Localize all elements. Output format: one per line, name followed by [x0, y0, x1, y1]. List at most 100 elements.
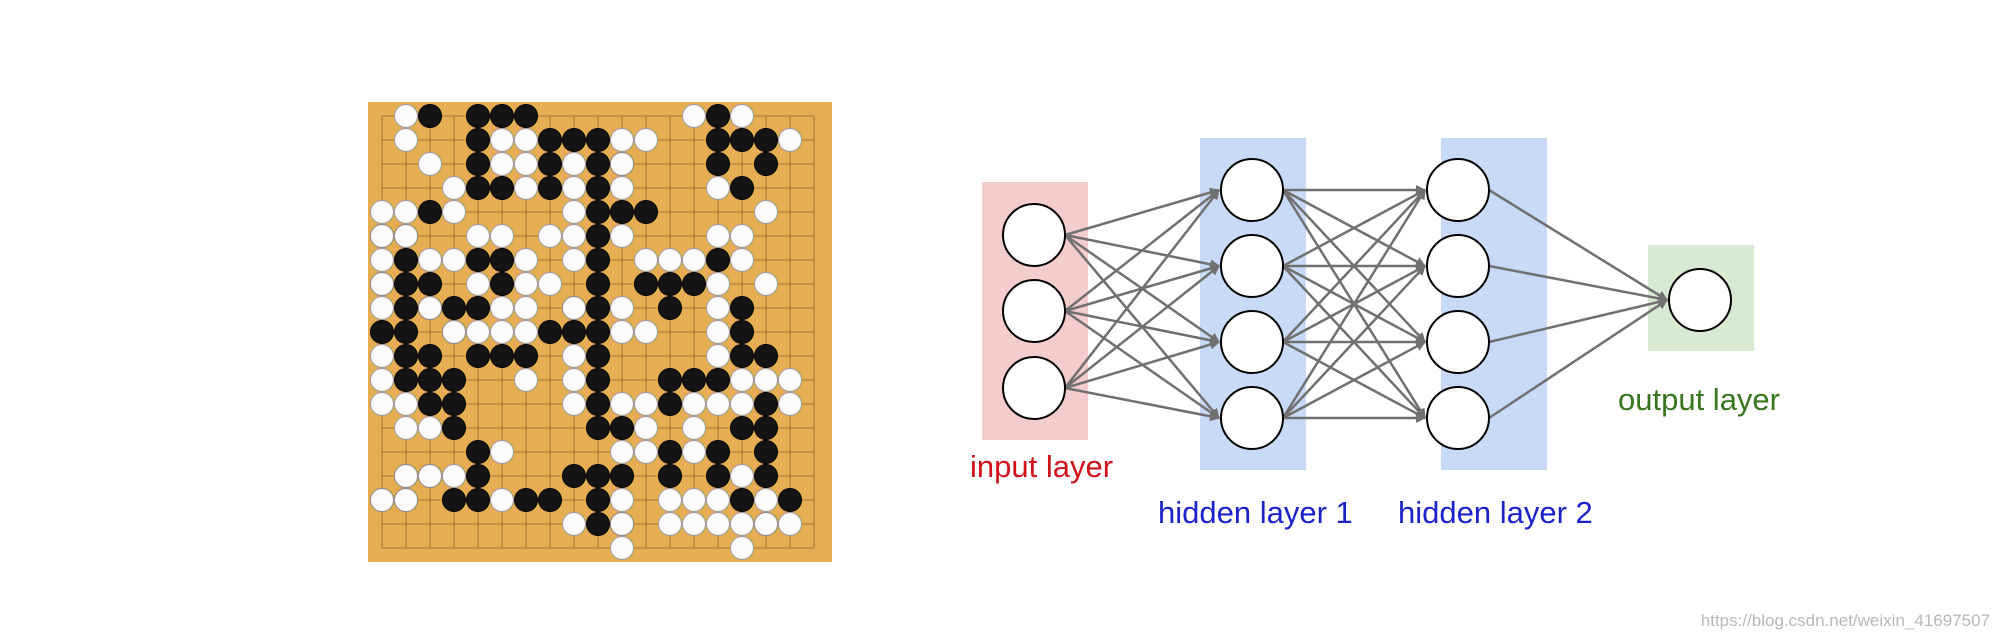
black-stone: [538, 320, 562, 344]
black-stone: [418, 392, 442, 416]
black-stone: [418, 368, 442, 392]
white-stone: [370, 272, 394, 296]
black-stone: [706, 152, 730, 176]
white-stone: [562, 200, 586, 224]
input-layer-node: [1002, 203, 1066, 267]
black-stone: [730, 416, 754, 440]
black-stone: [490, 272, 514, 296]
black-stone: [466, 488, 490, 512]
connection-edge: [1488, 188, 1668, 302]
black-stone: [634, 272, 658, 296]
black-stone: [514, 488, 538, 512]
white-stone: [658, 488, 682, 512]
black-stone: [538, 128, 562, 152]
white-stone: [538, 224, 562, 248]
black-stone: [706, 440, 730, 464]
connection-edge: [1064, 189, 1220, 312]
black-stone: [658, 368, 682, 392]
white-stone: [466, 320, 490, 344]
white-stone: [754, 272, 778, 296]
white-stone: [610, 488, 634, 512]
hidden-layer-1-node: [1220, 234, 1284, 298]
white-stone: [490, 488, 514, 512]
white-stone: [442, 176, 466, 200]
black-stone: [466, 152, 490, 176]
black-stone: [730, 176, 754, 200]
input-layer-node: [1002, 279, 1066, 343]
white-stone: [370, 248, 394, 272]
black-stone: [586, 152, 610, 176]
white-stone: [730, 368, 754, 392]
white-stone: [610, 536, 634, 560]
black-stone: [658, 272, 682, 296]
white-stone: [682, 248, 706, 272]
connection-edge: [1064, 339, 1220, 390]
white-stone: [658, 512, 682, 536]
white-stone: [730, 536, 754, 560]
white-stone: [706, 392, 730, 416]
output-layer-label: output layer: [1618, 382, 1780, 417]
black-stone: [466, 248, 490, 272]
white-stone: [514, 152, 538, 176]
black-stone: [538, 176, 562, 200]
white-stone: [562, 368, 586, 392]
white-stone: [634, 416, 658, 440]
connection-edge: [1282, 340, 1426, 420]
black-stone: [418, 200, 442, 224]
black-stone: [586, 296, 610, 320]
white-stone: [610, 224, 634, 248]
white-stone: [418, 464, 442, 488]
white-stone: [394, 104, 418, 128]
hidden-layer-1-node: [1220, 310, 1284, 374]
white-stone: [418, 248, 442, 272]
black-stone: [658, 440, 682, 464]
black-stone: [394, 296, 418, 320]
white-stone: [490, 320, 514, 344]
white-stone: [610, 128, 634, 152]
hidden-layer-2-node: [1426, 158, 1490, 222]
white-stone: [610, 152, 634, 176]
black-stone: [490, 104, 514, 128]
white-stone: [610, 392, 634, 416]
white-stone: [466, 224, 490, 248]
white-stone: [514, 272, 538, 296]
white-stone: [706, 320, 730, 344]
white-stone: [370, 368, 394, 392]
black-stone: [466, 440, 490, 464]
black-stone: [418, 272, 442, 296]
white-stone: [418, 296, 442, 320]
black-stone: [706, 104, 730, 128]
black-stone: [778, 488, 802, 512]
white-stone: [754, 488, 778, 512]
white-stone: [562, 224, 586, 248]
connections: [1064, 185, 1668, 423]
white-stone: [682, 392, 706, 416]
white-stone: [682, 488, 706, 512]
black-stone: [586, 416, 610, 440]
black-stone: [466, 296, 490, 320]
black-stone: [706, 368, 730, 392]
white-stone: [706, 224, 730, 248]
black-stone: [658, 296, 682, 320]
white-stone: [418, 416, 442, 440]
black-stone: [586, 248, 610, 272]
white-stone: [394, 128, 418, 152]
connection-edge: [1064, 386, 1220, 422]
white-stone: [754, 200, 778, 224]
black-stone: [490, 176, 514, 200]
input-layer-label: input layer: [970, 449, 1113, 484]
white-stone: [562, 392, 586, 416]
connection-edge: [1282, 189, 1426, 343]
white-stone: [706, 272, 730, 296]
black-stone: [562, 320, 586, 344]
black-stone: [586, 344, 610, 368]
white-stone: [466, 272, 490, 296]
black-stone: [610, 200, 634, 224]
white-stone: [634, 392, 658, 416]
white-stone: [634, 248, 658, 272]
white-stone: [562, 296, 586, 320]
white-stone: [442, 320, 466, 344]
output-layer-node: [1668, 268, 1732, 332]
black-stone: [754, 128, 778, 152]
white-stone: [370, 224, 394, 248]
